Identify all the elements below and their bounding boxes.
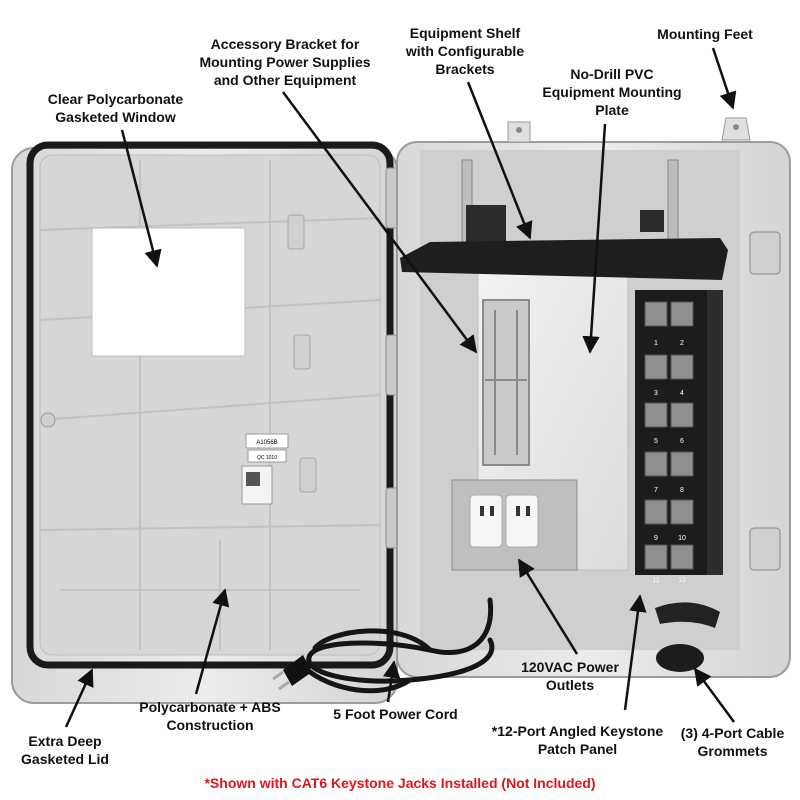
cable-grommet (655, 602, 720, 628)
port-number: 10 (678, 535, 686, 542)
footnote: *Shown with CAT6 Keystone Jacks Installe… (204, 775, 596, 791)
power-cord (302, 597, 495, 694)
port-number: 6 (680, 438, 684, 445)
latch (749, 527, 781, 571)
lid-gasket (26, 141, 394, 669)
shelf-bracket (466, 205, 506, 245)
port-number: 7 (654, 487, 658, 494)
port-number: 3 (654, 390, 658, 397)
port-number: 12 (678, 577, 686, 584)
cable-grommet (656, 644, 704, 672)
port-number: 5 (654, 438, 658, 445)
model-sticker: A1056B (256, 440, 277, 446)
keystone-patch-panel: 1 2 3 4 5 6 7 8 9 10 11 12 (635, 290, 723, 584)
port-number: 4 (680, 390, 684, 397)
label-power-cord: 5 Foot Power Cord (333, 706, 458, 722)
port-number: 8 (680, 487, 684, 494)
power-outlet (505, 494, 539, 548)
enclosure-body: 1 2 3 4 5 6 7 8 9 10 11 12 (396, 117, 791, 678)
clear-window (91, 227, 246, 357)
gasketed-lid: A1056B QC 1010 (11, 141, 401, 704)
port-number: 9 (654, 535, 658, 542)
equipment-shelf (400, 238, 728, 280)
plug (283, 655, 312, 686)
label-mounting-feet: Mounting Feet (657, 26, 753, 42)
power-outlet (469, 494, 503, 548)
port-number: 1 (654, 340, 658, 347)
qc-sticker: QC 1010 (257, 455, 277, 461)
port-number: 11 (652, 577, 659, 584)
callout-arrows (64, 47, 737, 728)
accessory-bracket (482, 299, 530, 466)
outlet-box (451, 479, 578, 571)
latch (749, 231, 781, 275)
port-number: 2 (680, 340, 684, 347)
